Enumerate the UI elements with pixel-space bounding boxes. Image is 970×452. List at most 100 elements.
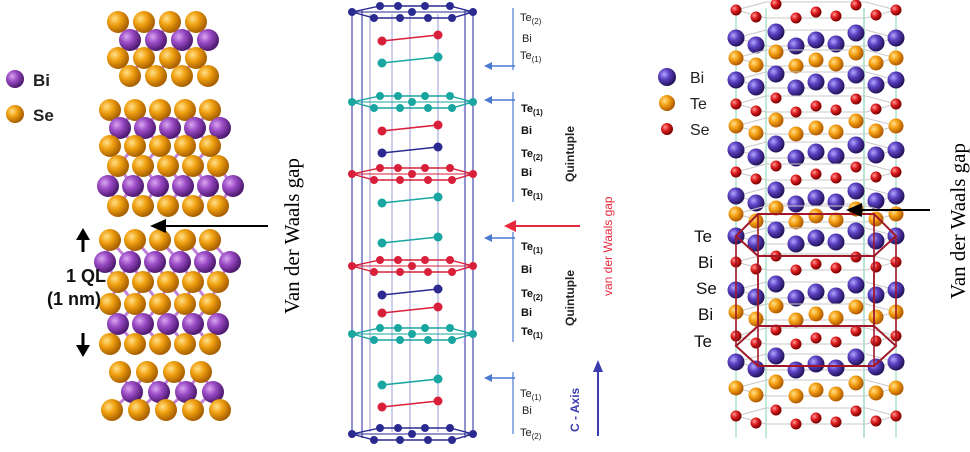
se-atom bbox=[850, 405, 862, 417]
bi-atom bbox=[827, 35, 845, 53]
se-atom bbox=[790, 338, 802, 350]
bi-atom bbox=[747, 234, 765, 252]
bi-atom bbox=[847, 182, 865, 200]
panel-c-gap-arrow bbox=[846, 203, 930, 217]
se-atom bbox=[830, 262, 842, 274]
bi-atom bbox=[787, 361, 805, 379]
se-atom bbox=[890, 410, 902, 422]
bi-atom bbox=[747, 288, 765, 306]
bi-atom bbox=[222, 175, 244, 197]
bi-atom bbox=[727, 29, 745, 47]
se-atom bbox=[124, 135, 146, 157]
se-atom bbox=[199, 135, 221, 157]
layer-atom bbox=[421, 424, 429, 432]
se-atom bbox=[810, 100, 822, 112]
q2-te2: Te(2) bbox=[521, 288, 543, 302]
vdw-gap-red-arrowhead bbox=[504, 220, 516, 232]
ql-down-arrowhead bbox=[76, 345, 90, 357]
bi-atom bbox=[827, 233, 845, 251]
ql-label: 1 QL bbox=[66, 266, 106, 286]
layer-atom bbox=[424, 268, 432, 276]
bi-atom bbox=[148, 381, 170, 403]
quintuple-1-labels: Te(1) Bi Te(2) Bi Te(1) bbox=[521, 103, 543, 201]
se-atom bbox=[185, 11, 207, 33]
se-atom bbox=[870, 261, 882, 273]
layer-atom bbox=[469, 262, 477, 270]
bi-atom bbox=[847, 348, 865, 366]
layer-atom bbox=[377, 126, 387, 136]
panel-a-gap-arrow bbox=[150, 219, 268, 233]
te-atom bbox=[808, 306, 824, 322]
layer-atom bbox=[446, 256, 454, 264]
layer-atom bbox=[370, 14, 378, 22]
se-atom bbox=[99, 229, 121, 251]
bi-atom bbox=[827, 193, 845, 211]
stack-label-te-bottom: Te bbox=[694, 332, 712, 351]
se-atom bbox=[810, 258, 822, 270]
bi-atom bbox=[747, 360, 765, 378]
label-bi-bottom: Bi bbox=[522, 405, 532, 417]
stack-label-se: Se bbox=[696, 279, 717, 298]
bi-atom bbox=[727, 187, 745, 205]
se-atom bbox=[750, 105, 762, 117]
se-atom bbox=[99, 293, 121, 315]
se-atom bbox=[199, 293, 221, 315]
panel-c-vdw-gap-label: Van der Waals gap bbox=[946, 143, 970, 299]
se-atom bbox=[149, 99, 171, 121]
se-atom bbox=[810, 6, 822, 18]
se-atom bbox=[890, 166, 902, 178]
bi-atom bbox=[147, 175, 169, 197]
te-atom bbox=[888, 118, 904, 134]
bi-atom bbox=[119, 251, 141, 273]
bi-atom bbox=[887, 71, 905, 89]
legend-c-te-label: Te bbox=[690, 96, 707, 113]
te-atom bbox=[748, 387, 764, 403]
q1-te2: Te(2) bbox=[521, 148, 543, 162]
layer-atom bbox=[377, 402, 387, 412]
se-atom bbox=[99, 333, 121, 355]
layer-atom bbox=[433, 374, 443, 384]
bi-atom bbox=[867, 286, 885, 304]
se-atom bbox=[124, 333, 146, 355]
bi-atom bbox=[747, 78, 765, 96]
se-atom bbox=[107, 47, 129, 69]
se-atom bbox=[159, 47, 181, 69]
se-atom bbox=[890, 4, 902, 16]
layer-atom bbox=[377, 308, 387, 318]
se-atom bbox=[830, 172, 842, 184]
se-atom bbox=[830, 104, 842, 116]
te-atom bbox=[768, 200, 784, 216]
se-atom bbox=[109, 361, 131, 383]
se-atom bbox=[190, 361, 212, 383]
se-atom bbox=[133, 47, 155, 69]
layer-atom bbox=[394, 256, 402, 264]
se-atom bbox=[207, 155, 229, 177]
bi-atom bbox=[767, 347, 785, 365]
layer-atom bbox=[424, 176, 432, 184]
se-atom bbox=[171, 65, 193, 87]
bi-atom bbox=[787, 37, 805, 55]
top-group-labels: Te(2) Bi Te(1) bbox=[520, 12, 542, 64]
se-atom bbox=[770, 160, 782, 172]
legend-c-bi-swatch bbox=[658, 68, 676, 86]
q1-bi-b: Bi bbox=[521, 167, 532, 179]
se-atom bbox=[155, 399, 177, 421]
se-atom bbox=[870, 335, 882, 347]
short-layer-bond bbox=[381, 146, 439, 154]
layer-atom bbox=[377, 380, 387, 390]
bi-atom bbox=[197, 29, 219, 51]
q2-te1-b: Te(1) bbox=[521, 326, 543, 340]
layer-atom bbox=[424, 436, 432, 444]
bi-atom bbox=[197, 175, 219, 197]
bi-atom bbox=[787, 195, 805, 213]
se-atom bbox=[810, 412, 822, 424]
bi-atom bbox=[787, 149, 805, 167]
layer-atom bbox=[348, 262, 356, 270]
layer-atom bbox=[377, 58, 387, 68]
se-atom bbox=[174, 293, 196, 315]
bi-atom bbox=[194, 251, 216, 273]
te-atom bbox=[888, 50, 904, 66]
layer-atom bbox=[433, 232, 443, 242]
bi-atom bbox=[767, 65, 785, 83]
bi-atom bbox=[887, 29, 905, 47]
